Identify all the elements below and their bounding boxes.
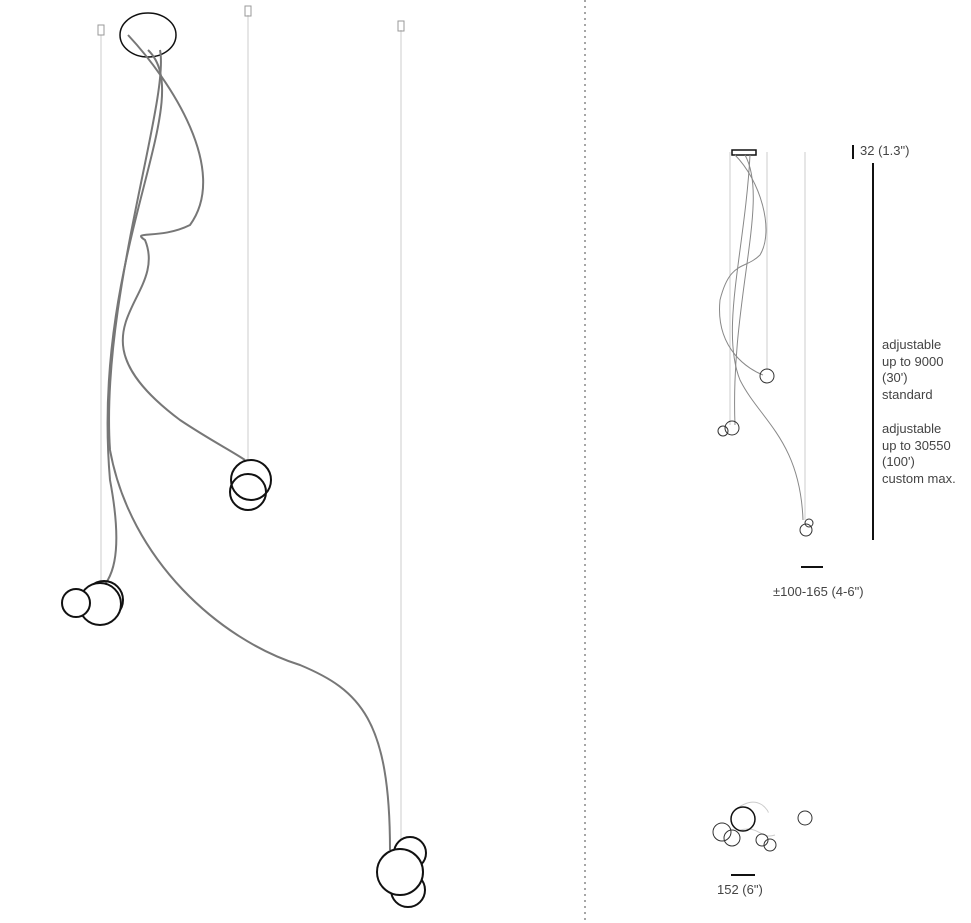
text-line: up to 30550 xyxy=(882,437,951,453)
text-line: adjustable xyxy=(882,421,942,436)
text-line: custom max. xyxy=(882,470,956,486)
adjustable-standard-label: adjustable up to 9000 (30') standard xyxy=(882,337,943,403)
canopy-height-label: 32 (1.3") xyxy=(860,143,910,158)
small-elevation xyxy=(717,145,874,568)
text-line: (30') xyxy=(882,370,908,385)
plan-scale-label: 152 (6") xyxy=(717,882,763,897)
text-line: adjustable xyxy=(882,337,942,352)
plan-view xyxy=(712,801,813,876)
text-line: up to 9000 xyxy=(882,353,944,369)
pendant-diameter-label: ±100-165 (4-6") xyxy=(773,584,864,599)
text-line: (100') xyxy=(882,454,915,469)
text-line: standard xyxy=(882,386,933,402)
large-elevation xyxy=(61,5,427,908)
adjustable-custom-label: adjustable up to 30550 (100') custom max… xyxy=(882,421,956,487)
